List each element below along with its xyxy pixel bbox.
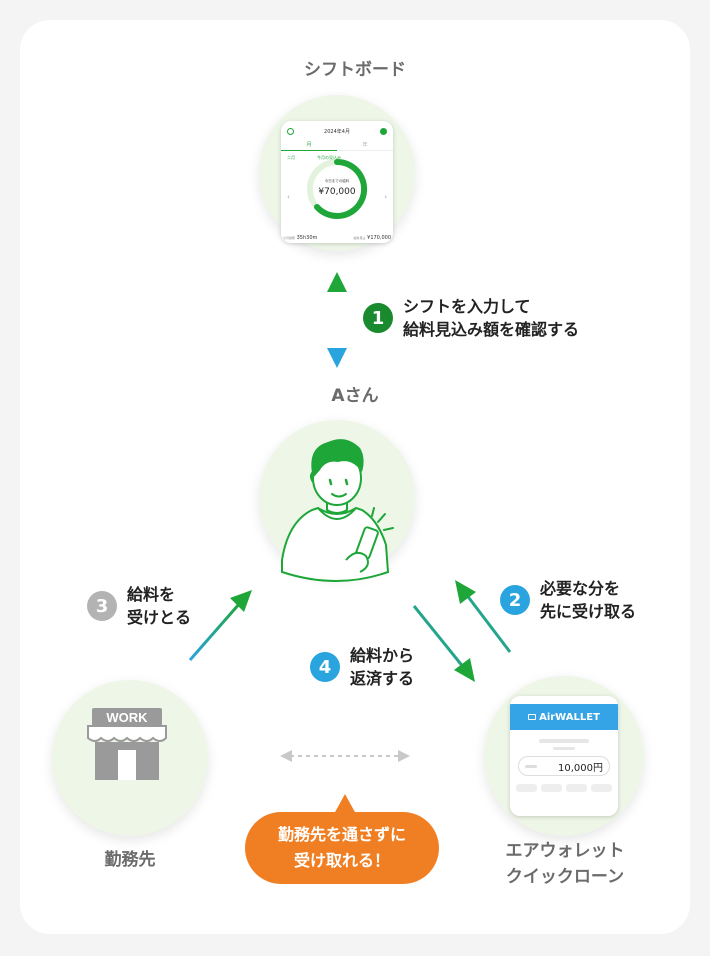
footer-hours: 今月勤務 35h30m [283, 235, 318, 241]
month-header: 2024年4月 [324, 128, 350, 135]
callout-bubble: 勤務先を通さずに 受け取れる！ [245, 812, 439, 884]
step-1-text: シフトを入力して 給料見込み額を確認する [403, 297, 580, 339]
airwallet-label: エアウォレット クイックローン [470, 838, 660, 890]
airwallet-label-line2: クイックローン [505, 867, 625, 887]
ring-label: 今日までの給料 [324, 179, 350, 183]
footer-salary: 給料見込 ¥170,000 [353, 235, 391, 241]
step-4-text: 給料から 返済する [350, 646, 415, 688]
shiftboard-tabs: 月 年 [281, 141, 393, 151]
forecast-label: 今月の見込み [317, 155, 341, 160]
tab-year: 年 [337, 141, 393, 151]
placeholder-line [539, 739, 589, 743]
earnings-ring [307, 158, 368, 219]
settings-icon [380, 127, 387, 135]
clock-icon [287, 127, 294, 135]
callout-tail [334, 794, 356, 814]
airwallet-phone-screen: AirWALLET 10,000円 [510, 696, 618, 816]
step-3-text: 給料を 受けとる [127, 585, 192, 627]
back-link: ニ月 [287, 155, 295, 160]
step-4: 4 給料から 返済する [310, 644, 414, 690]
step-3-badge: 3 [87, 591, 117, 621]
loan-amount: 10,000円 [558, 762, 603, 774]
step-2-badge: 2 [500, 585, 530, 615]
wallet-icon [528, 714, 537, 720]
person-label: Aさん [331, 386, 379, 406]
placeholder-row [516, 784, 612, 792]
chevron-left-icon: ‹ [287, 193, 290, 201]
shiftboard-label: シフトボード [304, 60, 406, 80]
tab-month: 月 [281, 141, 337, 151]
ring-amount: ¥70,000 [318, 187, 356, 197]
step-1-badge: 1 [363, 303, 393, 333]
step-3: 3 給料を 受けとる [87, 583, 191, 629]
shiftboard-footer: 今月勤務 35h30m 給料見込 ¥170,000 [281, 235, 393, 241]
chevron-right-icon: › [384, 193, 387, 201]
airwallet-label-line1: エアウォレット [505, 841, 625, 861]
amount-field: 10,000円 [518, 756, 610, 776]
callout-line1: 勤務先を通さずに [277, 825, 406, 844]
placeholder-dot [525, 764, 537, 768]
shiftboard-phone-screen: 2024年4月 月 年 ニ月 今月の見込み ‹ › 今日までの給料 ¥70,00… [281, 121, 393, 243]
workplace-label: 勤務先 [104, 850, 156, 870]
step-2-text: 必要な分を 先に受け取る [540, 579, 637, 621]
placeholder-line [553, 747, 575, 750]
person-circle [259, 420, 415, 576]
shiftboard-header: 2024年4月 [281, 121, 393, 141]
workplace-circle [52, 680, 208, 836]
step-2: 2 必要な分を 先に受け取る [500, 577, 636, 623]
callout-line2: 受け取れる！ [293, 851, 390, 870]
step-1: 1 シフトを入力して 給料見込み額を確認する [363, 295, 579, 341]
step-4-badge: 4 [310, 652, 340, 682]
airwallet-header: AirWALLET [510, 704, 618, 730]
